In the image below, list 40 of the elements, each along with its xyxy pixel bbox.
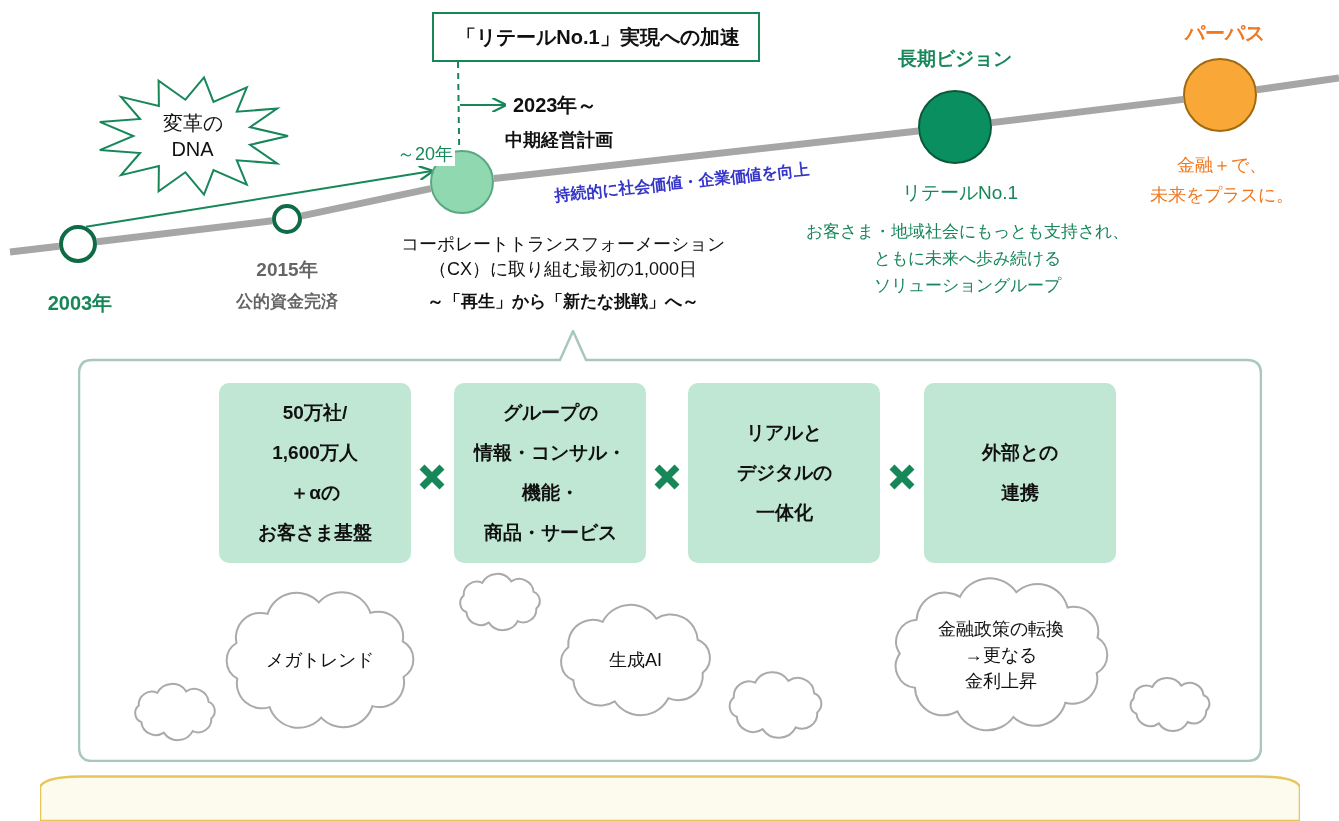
plan-title: 中期経営計画 xyxy=(505,129,613,152)
heading-box xyxy=(432,12,760,62)
milestone-caption: 公的資金完済 xyxy=(236,291,338,313)
node-text: 50万社/1,600万人＋αのお客さま基盤 xyxy=(257,401,373,545)
node-text: メガトレンド xyxy=(265,649,375,672)
milestone-circle xyxy=(1183,58,1257,132)
node-text: 生成AI xyxy=(608,649,663,672)
milestone-description: お客さま・地域社会にもっとも支持され、ともに未来へ歩み続けるソリューショングループ xyxy=(805,221,1129,297)
node-text: 「リテールNo.1」実現への加速 xyxy=(455,24,741,50)
plan-year: 2023年～ xyxy=(513,93,598,118)
timeline-line xyxy=(300,185,432,220)
milestone-circle xyxy=(272,204,302,234)
milestone-caption: コーポレートトランスフォーメーション（CX）に取り組む最初の1,000日 xyxy=(401,233,725,281)
banner-band xyxy=(40,775,1300,821)
strength-box xyxy=(454,383,646,563)
strength-box xyxy=(924,383,1116,563)
node-text: リアルとデジタルの一体化 xyxy=(735,421,833,525)
node-text: 金融政策の転換→更なる金利上昇 xyxy=(936,617,1065,693)
milestone-heading: 長期ビジョン xyxy=(898,47,1012,71)
node-text: 変革のDNA xyxy=(161,111,224,162)
year-caption: 2015年 xyxy=(256,258,318,282)
timeline-line xyxy=(991,95,1184,127)
strength-box xyxy=(688,383,880,563)
year-caption: 2003年 xyxy=(47,291,113,316)
milestone-circle xyxy=(59,225,97,263)
callout-panel xyxy=(78,330,1262,762)
timeline-line xyxy=(493,127,919,182)
timeline-line xyxy=(96,217,273,246)
arrow xyxy=(459,96,508,114)
milestone-subtitle: ～「再生」から「新たな挑戦」へ～ xyxy=(427,291,699,313)
purpose-statement: 金融＋で、未来をプラスに。 xyxy=(1150,154,1294,207)
milestone-circle xyxy=(918,90,992,164)
slogan-label: 持続的に社会価値・企業価値を向上 xyxy=(553,159,811,206)
timeline-line xyxy=(1256,74,1339,94)
milestone-caption: リテールNo.1 xyxy=(901,181,1019,205)
node-text: 外部との連携 xyxy=(980,441,1059,505)
node-text: グループの情報・コンサル・機能・商品・サービス xyxy=(472,401,627,545)
timeline-line xyxy=(9,242,60,256)
strength-box xyxy=(219,383,411,563)
milestone-heading: パーパス xyxy=(1185,21,1265,46)
